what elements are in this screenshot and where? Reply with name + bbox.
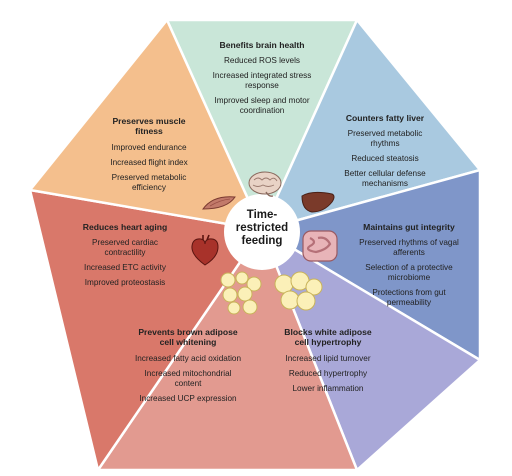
brain-icon [248,171,282,197]
brown-adipose-title: Prevents brown adipose cell whitening [138,327,238,348]
segment-muscle [27,17,265,232]
heart-item: Improved proteostasis [84,278,166,288]
liver-icon [301,191,335,213]
brown-adipose-item: Increased UCP expression [139,393,237,403]
center-circle [224,194,300,270]
white-adipose-cells-icon [274,271,323,311]
brown-adipose-item: Increased mitochondrial content [144,368,232,388]
heart-icon [191,234,219,266]
gut-item: Protections from gut permeability [372,288,446,308]
muscle-text: Preserves muscle fitness Improved endura… [98,116,200,198]
heart-item: Increased ETC activity [84,263,166,273]
white-adipose-item: Reduced hypertrophy [288,368,368,378]
brown-adipose-cells-icon [220,271,262,315]
center-label: Time- restricted feeding [235,209,289,247]
liver-item: Better cellular defense mechanisms [344,169,426,189]
white-adipose-item: Increased lipid turnover [285,353,371,363]
heart-text: Reduces heart aging Preserved cardiac co… [74,222,176,293]
liver-item: Preserved metabolic rhythms [347,129,423,149]
gut-item: Selection of a protective microbiome [365,263,453,283]
liver-item: Reduced steatosis [351,154,419,164]
muscle-item: Increased flight index [110,157,188,167]
muscle-title: Preserves muscle fitness [112,116,186,137]
gut-item: Preserved rhythms of vagal afferents [359,238,459,258]
brain-item: Improved sleep and motor coordination [214,96,310,116]
brain-item: Increased integrated stress response [212,71,312,91]
intestine-icon [302,230,338,262]
white-adipose-text: Blocks white adipose cell hypertrophy In… [276,327,380,399]
brown-adipose-item: Increased fatty acid oxidation [134,353,242,363]
heart-title: Reduces heart aging [82,222,168,232]
muscle-item: Preserved metabolic efficiency [111,172,187,192]
muscle-item: Improved endurance [111,142,187,152]
liver-title: Counters fatty liver [345,113,425,123]
brain-item: Reduced ROS levels [224,56,300,66]
brown-adipose-text: Prevents brown adipose cell whitening In… [132,327,244,409]
gut-title: Maintains gut integrity [363,222,455,232]
brain-text: Benefits brain health Reduced ROS levels… [210,40,314,121]
brain-title: Benefits brain health [219,40,305,50]
gut-text: Maintains gut integrity Preserved rhythm… [354,222,464,313]
heart-item: Preserved cardiac contractility [92,238,158,258]
muscle-icon [202,196,236,210]
liver-text: Counters fatty liver Preserved metabolic… [332,113,438,194]
white-adipose-title: Blocks white adipose cell hypertrophy [284,327,372,348]
white-adipose-item: Lower inflammation [292,383,364,393]
